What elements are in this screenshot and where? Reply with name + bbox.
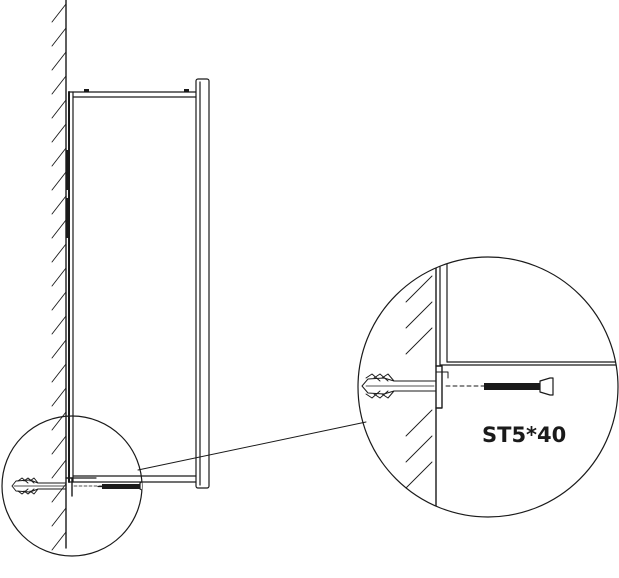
wall-plug-icon [11,477,67,495]
detail-large: ST5*40 [357,256,619,518]
wall-hatch-icon [51,3,67,551]
magnifier-circle-icon [357,256,619,518]
wall-plug-icon [361,373,437,399]
screw-icon [73,478,142,494]
detail-connector [137,421,367,471]
wall [51,0,67,551]
screw-spec-label: ST5*40 [482,423,566,447]
wall-hatch-icon [405,257,433,489]
screw-icon [445,377,554,396]
detail-small [1,415,143,557]
unit-side-view [66,78,210,489]
